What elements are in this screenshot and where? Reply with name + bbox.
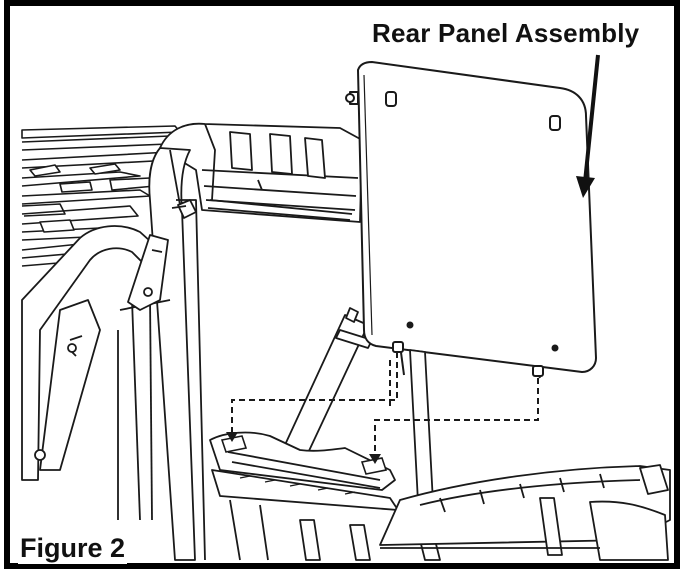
rear-panel-assembly: [345, 61, 597, 379]
roof-rack: [21, 125, 181, 267]
rear-roll-bar: [159, 122, 363, 223]
alignment-guide-lines: [231, 352, 539, 454]
alignment-arrowheads: [226, 432, 381, 464]
figure-caption: Figure 2: [18, 533, 128, 564]
roll-cage-post: [148, 147, 206, 561]
cargo-box: [209, 431, 671, 561]
seat-belt-mount: [127, 234, 169, 311]
callout-arrow: [576, 54, 600, 198]
mounting-sockets: [220, 435, 388, 475]
callout-label-rear-panel-assembly: Rear Panel Assembly: [372, 18, 640, 48]
outer-border: [4, 0, 680, 569]
